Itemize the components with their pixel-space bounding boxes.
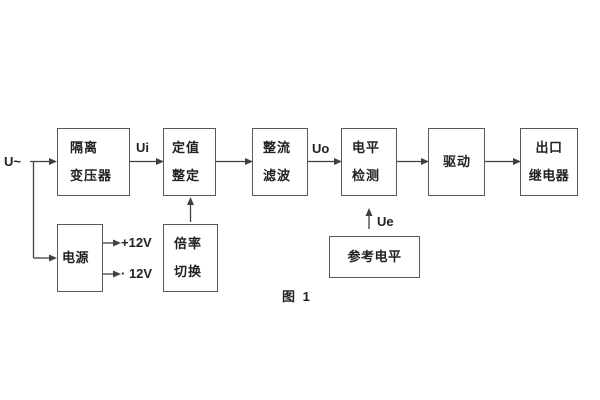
block-label: 电源 [62,250,90,265]
block-reference-level: 参考电平 [329,236,420,278]
figure-caption: 图 1 [282,289,312,304]
block-power-supply: 电源 [57,224,103,292]
signal-label-ui: Ui [136,140,149,155]
block-label: 整定 [172,168,201,183]
block-output-relay: 出口 继电器 [520,128,578,196]
block-rectifier-filter: 整流 滤波 [252,128,308,196]
block-label: 滤波 [263,168,292,183]
block-driver: 驱动 [428,128,485,196]
block-label: 整流 [263,140,292,155]
block-label: 变压器 [70,168,113,183]
block-label: 出口 [535,140,563,155]
block-label: 电平 [352,140,381,155]
block-label: 倍率 [174,236,203,251]
block-label: 隔离 [70,140,99,155]
block-label: 参考电平 [347,249,402,264]
block-level-detector: 电平 检测 [341,128,397,196]
signal-label-plus-12v: +12V [121,235,152,250]
block-setpoint-adjust: 定值 整定 [163,128,216,196]
signal-label-input-voltage: U~ [4,154,21,169]
block-label: 驱动 [443,154,472,169]
signal-label-ue: Ue [377,214,394,229]
signal-label-uo: Uo [312,141,330,156]
block-label: 检测 [352,168,381,183]
block-label: 定值 [172,140,201,155]
signal-label-minus-12v: · 12V [121,266,153,281]
block-ratio-switch: 倍率 切换 [163,224,218,292]
block-label: 切换 [174,264,203,279]
block-label: 继电器 [528,168,570,183]
block-isolation-transformer: 隔离 变压器 [57,128,130,196]
